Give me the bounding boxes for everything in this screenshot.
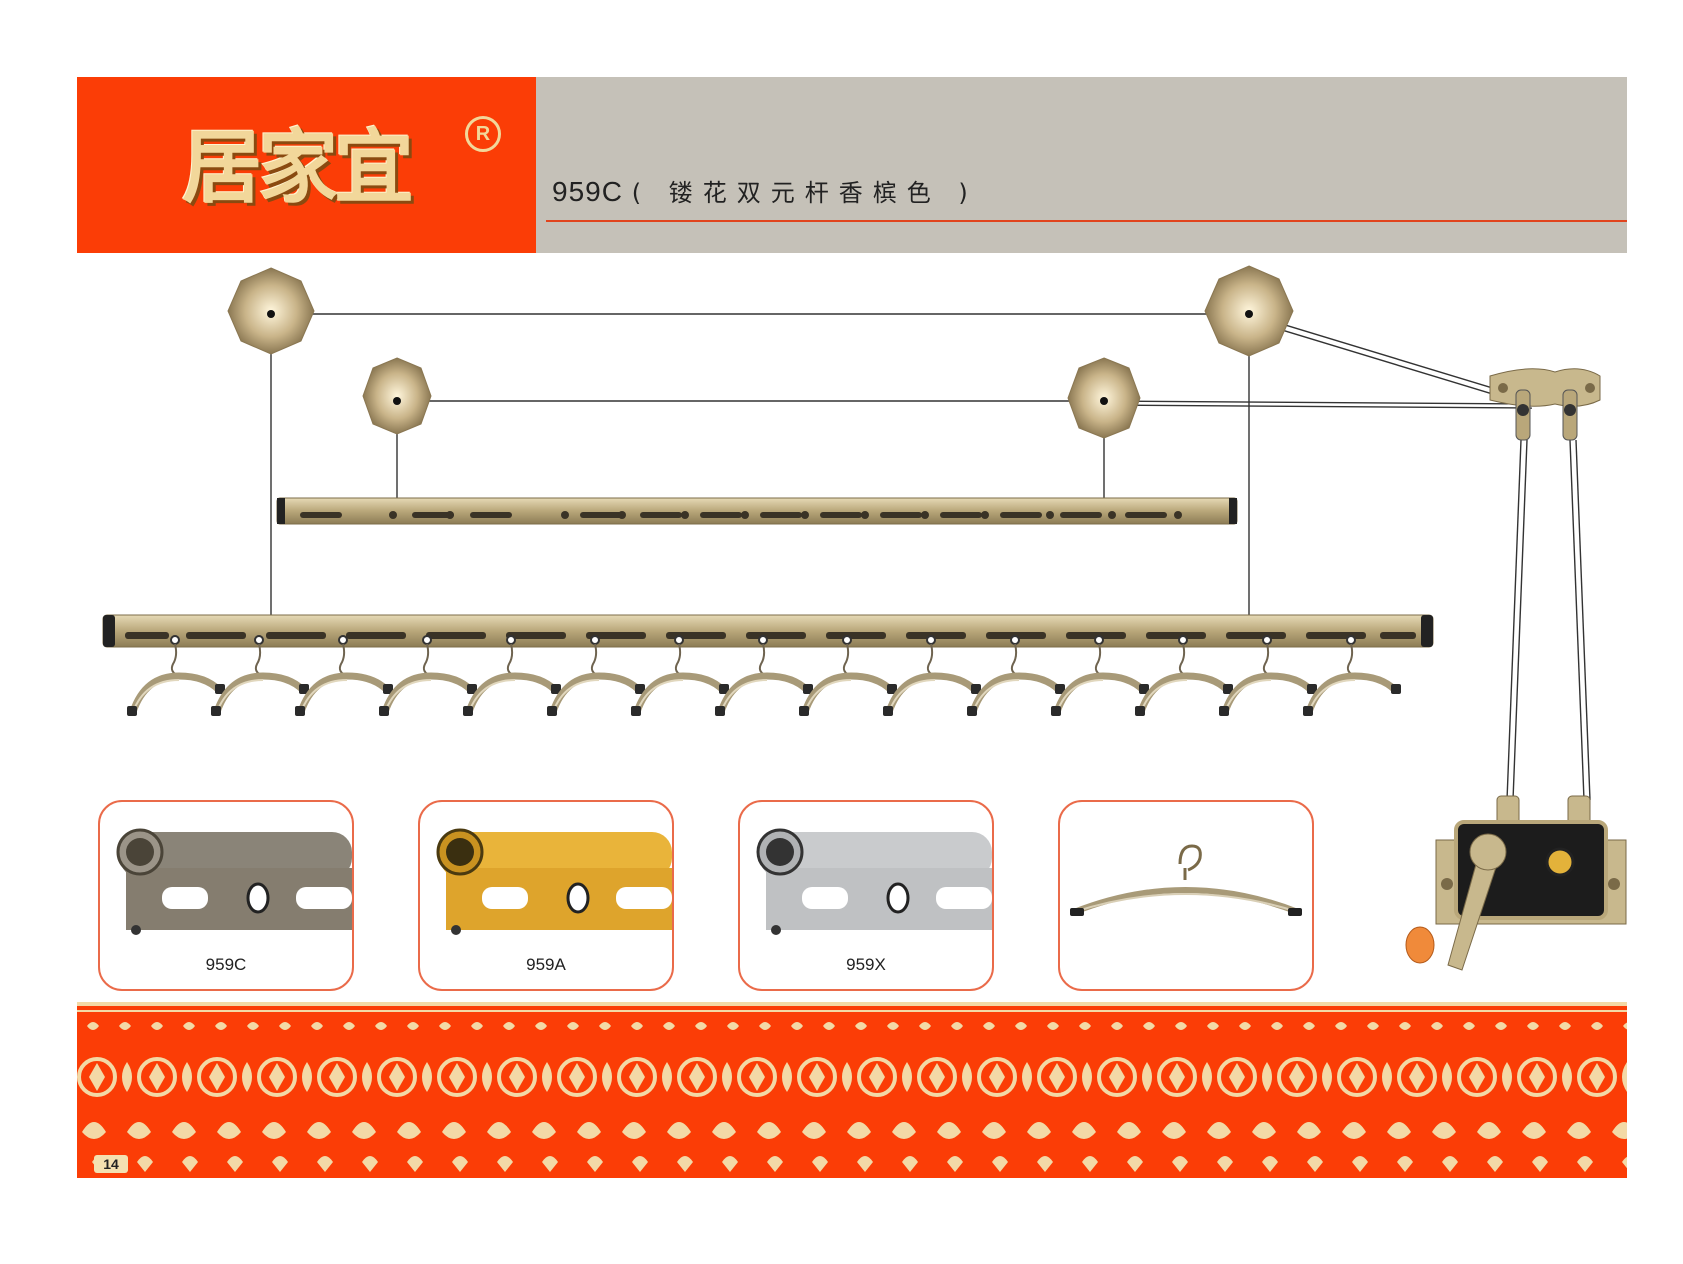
registered-trademark-icon: R [465, 116, 501, 152]
ceiling-pulley-icon [362, 357, 432, 435]
page-number: 14 [94, 1155, 128, 1173]
page-title: 959C ( 镂花双元杆香槟色 ) [552, 178, 978, 206]
hanger-icon [1219, 635, 1317, 716]
rail-profile-icon [436, 828, 672, 935]
hanger-icon [379, 635, 477, 716]
ceiling-pulley-icon [1204, 265, 1294, 357]
cables [270, 313, 1591, 801]
header-brand-panel [77, 77, 536, 253]
rail-profile-icon [756, 828, 992, 935]
variant-label: 959A [526, 955, 566, 974]
hanger-icon [463, 635, 561, 716]
ornamental-footer-band [77, 1002, 1627, 1178]
ceiling-pulley-icon [227, 267, 315, 355]
hanger-icon [631, 635, 729, 716]
hanger-icon [967, 635, 1065, 716]
hand-crank-winder-icon [1405, 795, 1627, 971]
model-description: ( 镂花双元杆香槟色 ) [631, 179, 978, 207]
hanger-icon [295, 635, 393, 716]
variant-label: 959C [205, 955, 247, 974]
clothes-hanger-icon [1070, 844, 1302, 916]
hanger-icon [1135, 635, 1233, 716]
lower-drying-rail [102, 614, 1434, 648]
header-title-panel [536, 77, 1627, 253]
ceiling-pulley-icon [1067, 357, 1141, 439]
hanger-row [127, 635, 1401, 716]
hanger-detail-card [1058, 800, 1314, 991]
hanger-icon [1303, 635, 1401, 716]
variant-card-959a: 959A [418, 800, 674, 991]
variant-card-959c: 959C [98, 800, 354, 991]
model-code: 959C [552, 176, 623, 207]
hanger-icon [547, 635, 645, 716]
wall-bracket-icon [1489, 368, 1601, 441]
floral-pattern [77, 1002, 1627, 1172]
hanger-icon [127, 635, 225, 716]
brand-logo: 居家宜 [182, 120, 414, 214]
hanger-icon [883, 635, 981, 716]
hanger-icon [211, 635, 309, 716]
hanger-icon [715, 635, 813, 716]
rail-profile-icon [116, 828, 352, 935]
hanger-icon [799, 635, 897, 716]
variant-label: 959X [846, 955, 886, 974]
variant-card-959x: 959X [738, 800, 994, 991]
header-divider [546, 220, 1627, 222]
hanger-icon [1051, 635, 1149, 716]
upper-drying-rail [276, 497, 1238, 525]
